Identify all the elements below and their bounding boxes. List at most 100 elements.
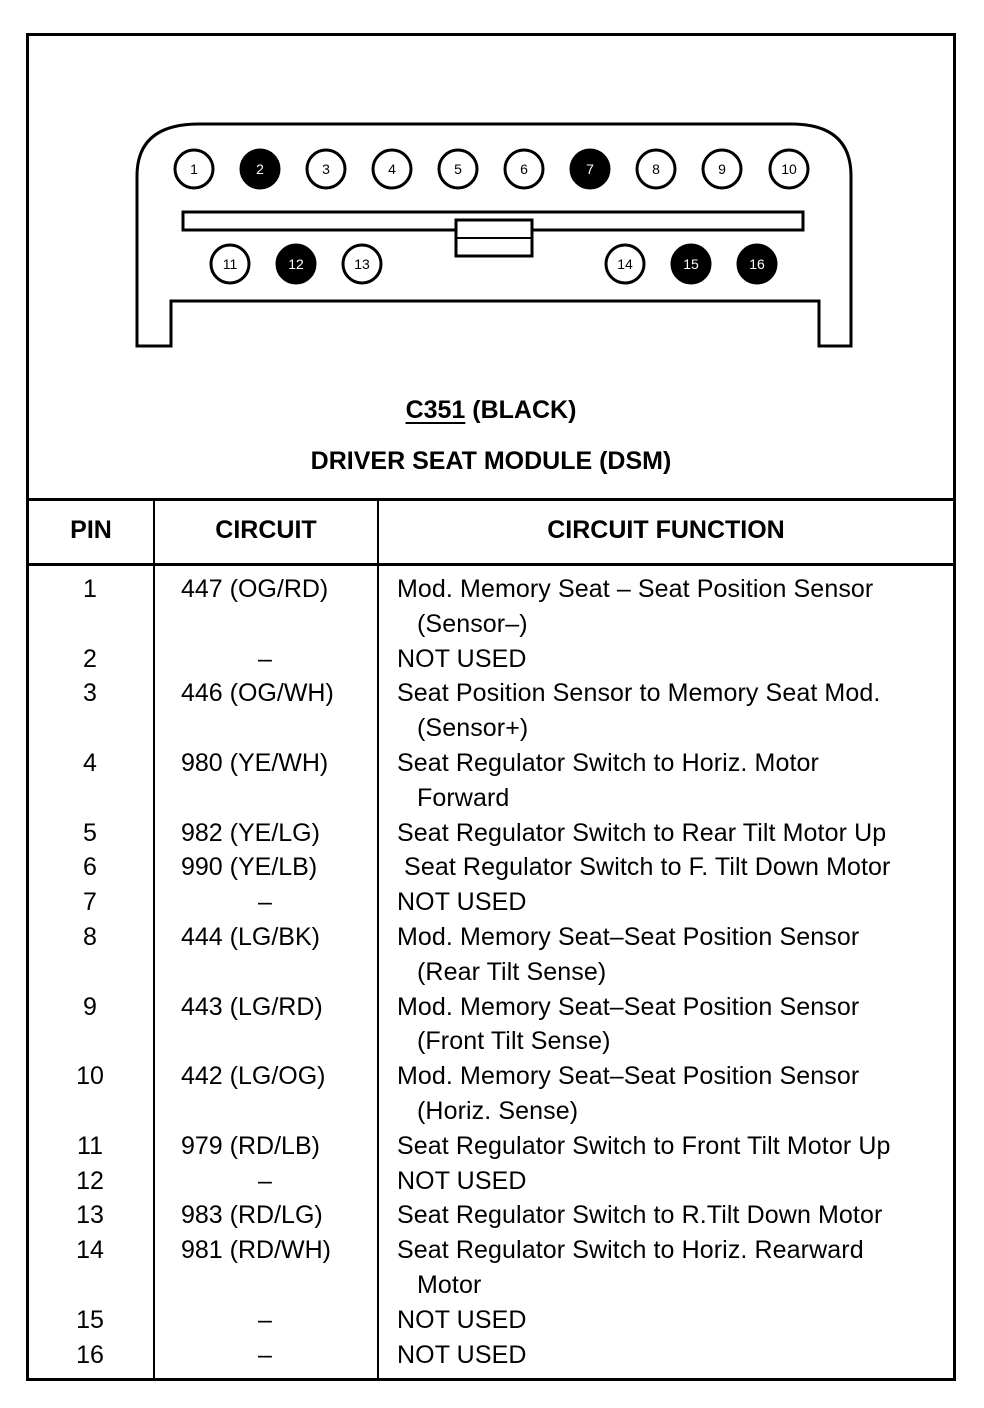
pin-circle [736,243,778,285]
pin-cell: 12 [76,1166,104,1195]
function-line: (Rear Tilt Sense) [417,957,607,986]
pin-circle [305,148,347,190]
circuit-cell: 983 (RD/LG) [181,1201,323,1230]
circuit-cell: 990 (YE/LB) [181,853,318,882]
pinout-table-body: 1 447 (OG/RD) Mod. Memory Seat – Seat Posi… [29,572,953,1372]
pin-number: 9 [718,161,726,177]
function-line: NOT USED [397,1305,527,1334]
pin-cell: 13 [76,1201,104,1230]
function-cell: Mod. Memory Seat–Seat Position Sensor(Ho… [397,1059,947,1129]
pin-cell: 3 [83,679,97,708]
function-line: NOT USED [397,1340,527,1369]
circuit-cell: – [258,1166,272,1195]
function-line: Mod. Memory Seat – Seat Position Sensor [397,575,874,603]
pin-number: 5 [454,161,462,177]
pin-cell: 15 [76,1305,104,1334]
module-title: DRIVER SEAT MODULE (DSM) [310,447,672,475]
pin-cell: 8 [83,922,97,951]
function-cell: Seat Regulator Switch to Front Tilt Moto… [397,1129,947,1164]
function-cell: Mod. Memory Seat–Seat Position Sensor (Re… [397,920,947,990]
function-cell: Mod. Memory Seat–Seat Position Sensor (Fr… [397,990,947,1060]
pin-cell: 2 [83,644,97,673]
pin-circle [569,148,611,190]
column-rule-1 [153,499,155,1378]
table-row: 3 446 (OG/WH) Seat Position Sensor to Memo… [29,676,953,746]
circuit-cell: 446 (OG/WH) [181,679,334,708]
pin-cell: 9 [83,992,97,1021]
pin-number: 13 [354,256,370,272]
connector-pin-14: 14 [604,243,646,285]
pin-number: 1 [190,161,198,177]
header-pin: PIN [70,516,112,544]
function-line: Seat Regulator Switch to R.Tilt Down Mot… [397,1201,883,1230]
pin-cell: 14 [76,1236,104,1265]
pin-circle [604,243,646,285]
table-row: 15 – NOT USED [29,1303,953,1338]
circuit-cell: – [258,1340,272,1369]
connector-pin-7: 7 [569,148,611,190]
connector-pin-9: 9 [701,148,743,190]
table-row: 8 444 (LG/BK) Mod. Memory Seat–Seat Positi… [29,920,953,990]
table-row: 7–NOT USED [29,885,953,920]
connector-pin-15: 15 [670,243,712,285]
connector-pin-2: 2 [239,148,281,190]
connector-pin-5: 5 [437,148,479,190]
table-row: 16 – NOT USED [29,1338,953,1373]
table-row: 2 – NOT USED [29,642,953,677]
connector-pin-16: 16 [736,243,778,285]
connector-pin-4: 4 [371,148,413,190]
function-cell: NOT USED [397,642,947,677]
pin-cell: 16 [76,1340,104,1369]
circuit-cell: 982 (YE/LG) [181,818,320,847]
circuit-cell: – [258,1305,272,1334]
pin-circle [209,243,251,285]
header-circuit: CIRCUIT [215,516,317,544]
function-cell: NOT USED [397,1303,947,1338]
pin-cell: 7 [83,888,97,917]
function-line: Mod. Memory Seat–Seat Position Sensor [397,1062,860,1091]
table-row: 11 979 (RD/LB) Seat Regulator Switch to Fr… [29,1129,953,1164]
function-line: (Sensor+) [417,714,529,743]
connector-pin-10: 10 [768,148,810,190]
circuit-cell: 979 (RD/LB) [181,1131,320,1160]
pin-cell: 5 [83,818,97,847]
connector-pin-8: 8 [635,148,677,190]
function-line: Seat Regulator Switch to Horiz. Rearward [397,1236,864,1265]
circuit-cell: – [258,644,272,673]
function-line: Mod. Memory Seat–Seat Position Sensor [397,922,860,951]
function-line: Mod. Memory Seat–Seat Position Sensor [397,992,860,1021]
table-row: 5 982 (YE/LG) Seat Regulator Switch to Rea… [29,816,953,851]
function-cell: Seat Regulator Switch to F. Tilt Down Mo… [397,850,947,885]
function-line: (Sensor–) [417,609,528,638]
connector-outline [135,122,853,348]
pin-cell: 10 [76,1062,104,1091]
circuit-cell: 447 (OG/RD) [181,575,329,603]
function-line: (Front Tilt Sense) [417,1027,611,1056]
pin-cell: 1 [83,575,97,603]
pin-number: 8 [652,161,660,177]
pin-circle [768,148,810,190]
pin-number: 10 [781,161,797,177]
function-cell: Seat Regulator Switch to Rear Tilt Motor… [397,816,947,851]
table-row: 6 990 (YE/LB) Seat Regulator Switch to F.… [29,850,953,885]
pin-cell: 6 [83,853,97,882]
function-line: NOT USED [397,644,527,673]
function-cell: NOT USED [397,885,947,920]
function-cell: Seat Regulator Switch to R.Tilt Down Mot… [397,1198,947,1233]
circuit-cell: 444 (LG/BK) [181,922,320,951]
pin-number: 16 [749,256,765,272]
pin-cell: 11 [77,1131,103,1160]
function-line: Motor [417,1270,482,1299]
column-rule-2 [377,499,379,1378]
function-line: Seat Regulator Switch to Rear Tilt Motor… [397,818,887,847]
function-cell: Mod. Memory Seat – Seat Position Sensor (… [397,572,947,642]
function-line: Seat Regulator Switch to Horiz. Motor [397,748,819,777]
function-cell: Seat Position Sensor to Memory Seat Mod.… [397,676,947,746]
table-row: 12–NOT USED [29,1164,953,1199]
pin-circle [173,148,215,190]
